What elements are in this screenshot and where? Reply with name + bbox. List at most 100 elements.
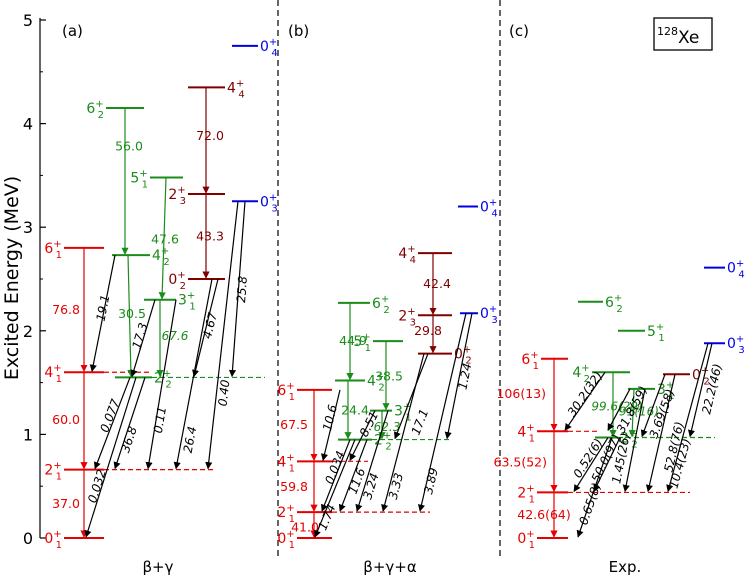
level-index: 1 [529,540,535,551]
level-label: 5+1 [353,332,371,354]
transition-value: 3.89 [421,466,441,495]
level-label: 2+2 [154,368,172,390]
level-spin: 2 [154,370,163,386]
transition-value: 30.5 [118,306,146,321]
transition-value: 62.3 [374,420,401,434]
level-spin: 0 [692,367,701,383]
level-spin: 3 [657,382,666,398]
transition-value: 0.032 [85,468,109,505]
level-label: 6+2 [86,99,104,121]
level-index: 3 [491,315,497,326]
transition-value: 10.6 [320,403,340,433]
level-label: 4+1 [44,363,62,385]
level-spin: 3 [178,293,187,309]
level-spin: 2 [517,485,526,501]
level-spin: 6 [372,296,381,312]
level-marks: 0+12+14+16+12+24+23+15+16+20+22+34+40+30… [44,37,744,551]
level-spin: 5 [130,170,139,186]
transition-value: 29.8 [414,323,442,338]
level-parity: + [736,259,744,270]
level-parity: + [53,529,61,540]
panel-labels: (a) (b) (c) [62,22,529,40]
transition-arrow [381,353,425,512]
level-spin: 0 [517,531,526,547]
panel-a-title: β+γ [142,558,173,576]
nucleus-label: 128Xe [653,17,713,51]
level-index: 2 [98,110,104,121]
level-spin: 4 [367,374,376,390]
level-spin: 2 [277,505,286,521]
transition-value: 63.5(52) [494,454,548,469]
level-label: 2+1 [44,461,62,483]
level-index: 1 [529,494,535,505]
level-parity: + [161,246,169,257]
level-parity: + [53,239,61,250]
level-spin: 6 [521,352,530,368]
level-label: 4+1 [277,452,295,474]
level-label: 2+3 [398,306,416,328]
level-parity: + [286,503,294,514]
level-parity: + [163,368,171,379]
transition-value: 24.4 [341,403,369,418]
level-index: 4 [491,208,497,219]
transition-value: 3.33 [386,472,406,501]
level-index: 1 [142,179,148,190]
level-spin: 4 [277,454,286,470]
level-spin: 5 [647,324,656,340]
level-parity: + [139,168,147,179]
level-label: 5+1 [647,322,665,344]
transition-value: 0.077 [97,397,123,434]
level-parity: + [407,306,415,317]
transition-arrow [687,343,713,438]
level-index: 2 [703,376,709,387]
level-parity: + [53,461,61,472]
y-axis-title: Excited Energy (MeV) [1,176,23,380]
nucleus-text: 128Xe [657,25,699,48]
transition-arrow [205,201,239,470]
level-label: 0+3 [480,304,498,326]
level-parity: + [581,363,589,374]
level-spin: 0 [260,39,269,55]
level-parity: + [526,422,534,433]
level-label: 0+1 [277,529,295,551]
transition-value: 26.4 [181,425,200,454]
transition-value: 60.0 [52,412,80,427]
level-parity: + [286,452,294,463]
level-parity: + [614,293,622,304]
level-label: 2+3 [168,185,186,207]
panel-b-label: (b) [288,22,309,40]
y-tick-label: 1 [23,425,33,444]
level-index: 1 [533,361,539,372]
transition-arrow [393,353,429,440]
panel-b: 0+12+14+16+12+24+23+15+16+20+22+34+40+30… [277,197,497,551]
nucleus-symbol: Xe [678,28,699,48]
transition-arrow [130,299,156,378]
level-index: 1 [529,433,535,444]
level-parity: + [177,270,185,281]
level-index: 2 [383,305,389,316]
level-label: 0+2 [168,270,186,292]
level-spin: 4 [517,424,526,440]
level-spin: 6 [44,241,53,257]
level-index: 1 [56,472,62,483]
transition-value: 25.8 [234,275,250,303]
level-index: 4 [738,270,744,281]
level-parity: + [236,78,244,89]
level-label: 0+3 [727,334,745,356]
level-parity: + [530,350,538,361]
level-index: 1 [405,413,411,424]
level-label: 4+1 [517,422,535,444]
level-index: 1 [289,514,295,525]
level-spin: 6 [605,295,614,311]
transition-value: 37.0 [52,496,80,511]
transition-value: 1.74 [315,502,338,532]
panel-b-title: β+γ+α [363,558,417,576]
transition-value: 19.1 [94,294,113,323]
panel-dividers [277,0,501,560]
panel-a: 0+12+14+16+12+24+23+15+16+20+22+34+40+30… [44,37,277,551]
level-index: 4 [271,48,277,59]
level-label: 0+4 [480,197,498,219]
level-label: 5+1 [130,168,148,190]
transition-value: 17.3 [129,321,150,351]
level-parity: + [526,483,534,494]
